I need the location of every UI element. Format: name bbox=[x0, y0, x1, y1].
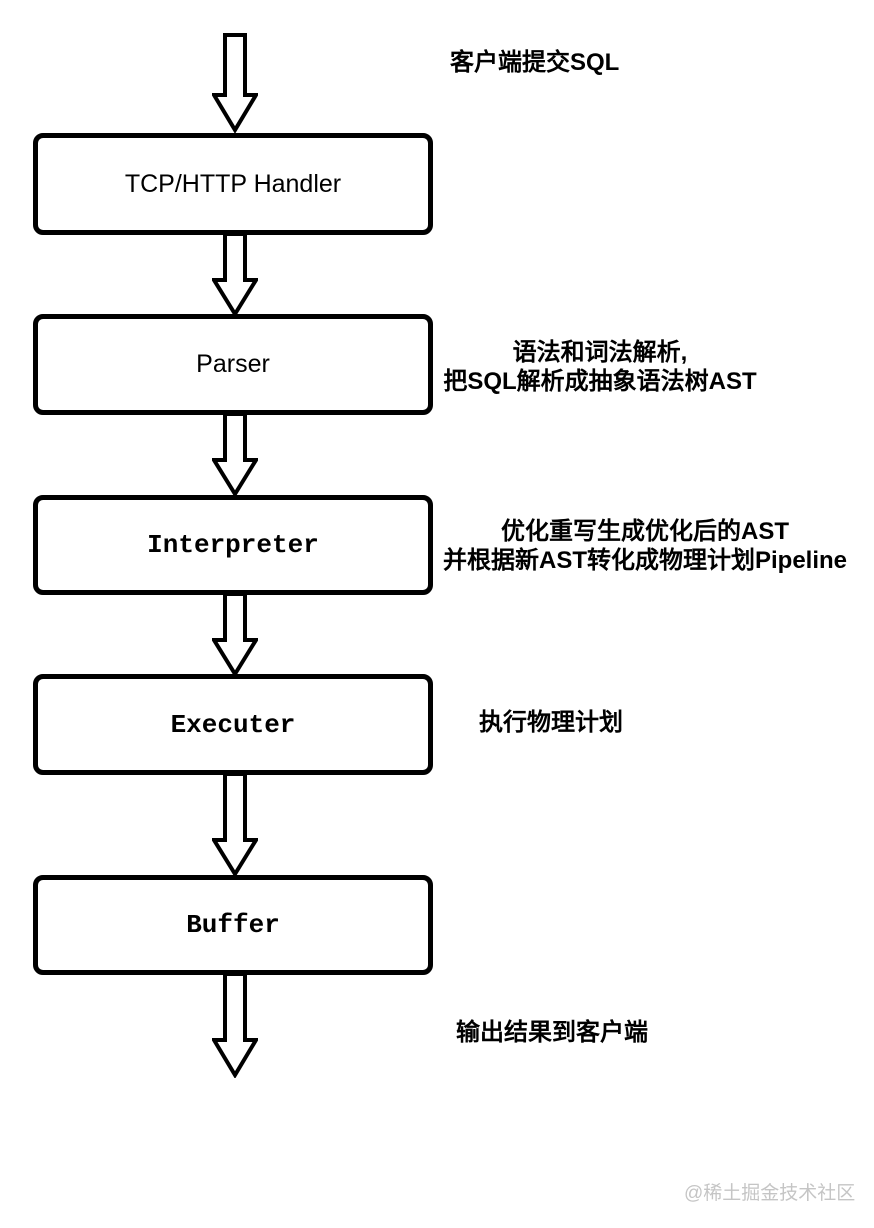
annotation-output-result: 输出结果到客户端 bbox=[456, 1019, 648, 1046]
down-arrow-2-icon bbox=[212, 414, 258, 496]
watermark: @稀土掘金技术社区 bbox=[684, 1183, 856, 1204]
down-arrow-input-icon bbox=[212, 33, 258, 133]
annotation-parser-line1: 语法和词法解析, bbox=[512, 339, 688, 366]
down-arrow-4-icon bbox=[212, 774, 258, 876]
node-parser: Parser bbox=[33, 314, 433, 415]
down-arrow-output-icon bbox=[212, 974, 258, 1078]
annotation-executer: 执行物理计划 bbox=[479, 709, 623, 736]
annotation-parser: 语法和词法解析, 把SQL解析成抽象语法树AST bbox=[420, 338, 780, 396]
node-tcp-http-handler: TCP/HTTP Handler bbox=[33, 133, 433, 235]
node-label: Buffer bbox=[186, 910, 280, 940]
node-label: Interpreter bbox=[147, 530, 319, 560]
annotation-parser-line2: 把SQL解析成抽象语法树AST bbox=[443, 368, 757, 395]
down-arrow-1-icon bbox=[212, 234, 258, 316]
node-buffer: Buffer bbox=[33, 875, 433, 975]
node-label: TCP/HTTP Handler bbox=[124, 169, 342, 198]
annotation-client-submit-sql: 客户端提交SQL bbox=[450, 49, 620, 76]
node-interpreter: Interpreter bbox=[33, 495, 433, 595]
annotation-interpreter: 优化重写生成优化后的AST 并根据新AST转化成物理计划Pipeline bbox=[425, 517, 865, 575]
down-arrow-3-icon bbox=[212, 594, 258, 676]
annotation-interpreter-line1: 优化重写生成优化后的AST bbox=[501, 518, 789, 545]
node-label: Executer bbox=[170, 709, 296, 740]
node-label: Parser bbox=[196, 350, 270, 378]
annotation-interpreter-line2: 并根据新AST转化成物理计划Pipeline bbox=[442, 547, 848, 574]
node-executer: Executer bbox=[33, 674, 433, 775]
